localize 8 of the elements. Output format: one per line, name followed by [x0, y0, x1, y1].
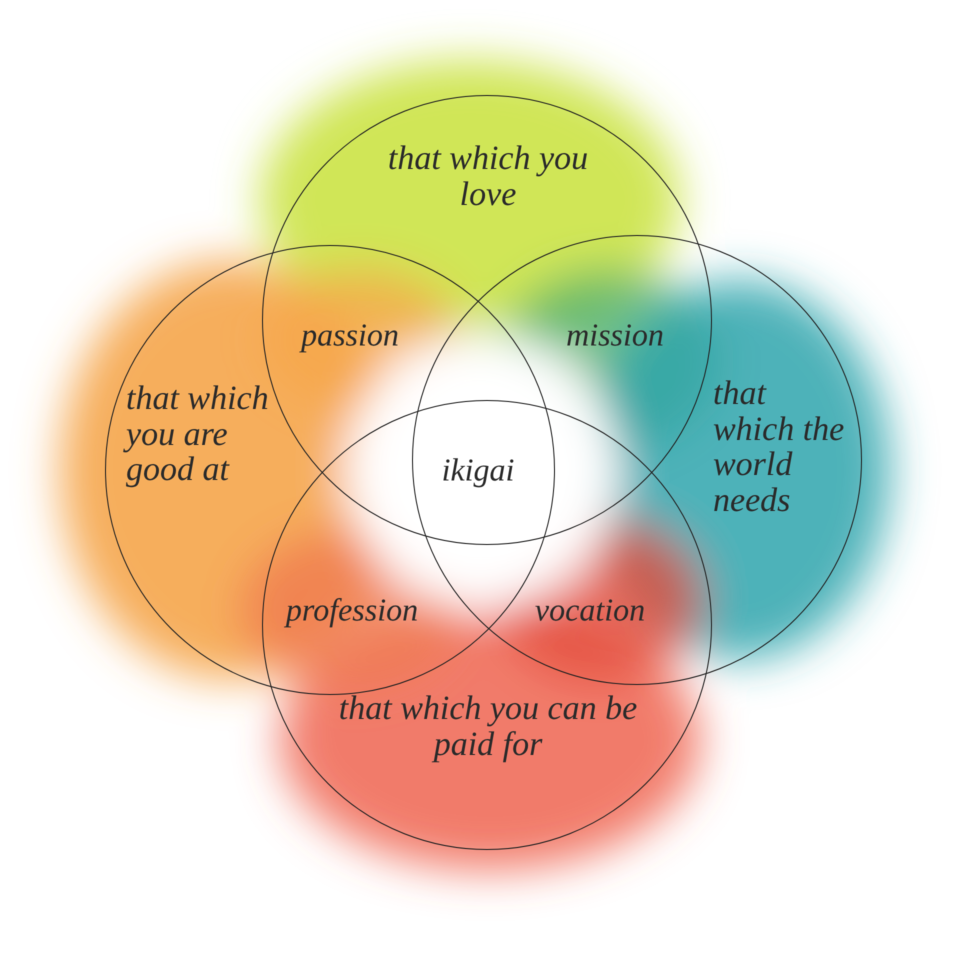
circle-label: that which you love	[386, 141, 590, 212]
region-label: mission	[566, 316, 664, 354]
region-label: ikigai	[442, 452, 514, 488]
region-label: profession	[286, 592, 418, 628]
region-label: vocation	[534, 592, 646, 628]
circle-label: that which you can be paid for	[338, 691, 638, 762]
circle-label: that which the world needs	[713, 376, 846, 519]
region-label: passion	[301, 316, 399, 354]
